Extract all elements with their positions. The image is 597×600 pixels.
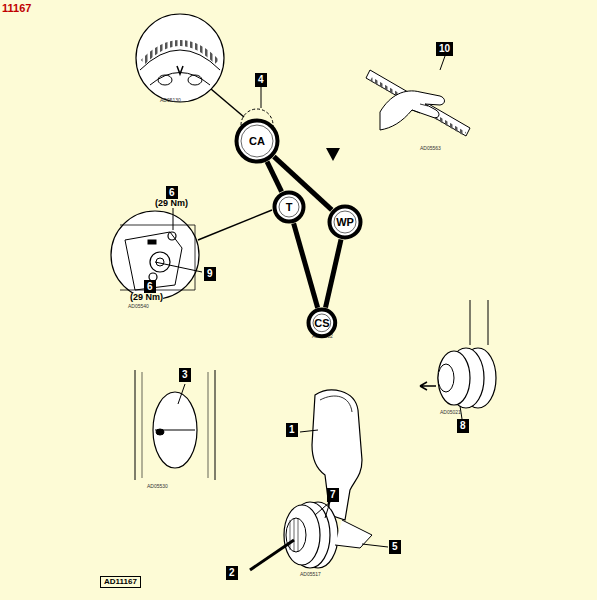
- figure-code: AD11167: [100, 576, 141, 588]
- pulley: CA: [234, 118, 280, 164]
- callout-number: 7: [327, 488, 339, 502]
- tensioner-inset: [111, 201, 272, 299]
- callout-number: 4: [255, 73, 267, 87]
- figure-code: AD05563: [420, 146, 441, 151]
- belt-run: [294, 223, 318, 307]
- callout-number: 3: [179, 368, 191, 382]
- callout-number: 9: [204, 267, 216, 281]
- belt-check-inset: [366, 56, 470, 136]
- figure-code: AD05130: [160, 98, 181, 103]
- pulley-label: CS: [314, 317, 329, 329]
- callout-number: 2: [226, 566, 238, 580]
- direction-arrow: [326, 148, 340, 161]
- callout-number: 6: [166, 186, 178, 200]
- callout-number: 1: [286, 423, 298, 437]
- pulley: WP: [327, 204, 363, 240]
- pulley-label: CA: [249, 135, 265, 147]
- pulley-label: WP: [336, 216, 354, 228]
- figure-code: AD05540: [128, 304, 149, 309]
- timing-cover: [300, 390, 362, 520]
- figure-code: AD05021: [440, 410, 461, 415]
- callout-number: 6: [144, 280, 156, 294]
- figure-code: AD05517: [300, 572, 321, 577]
- pulley-label: T: [286, 201, 293, 213]
- crankshaft-pulley: [250, 502, 388, 570]
- torque-value: (29 Nm): [130, 293, 163, 302]
- figure-code: AD05530: [147, 484, 168, 489]
- timing-mark-inset: [135, 370, 215, 480]
- pulley-removal-inset: [420, 300, 496, 419]
- torque-value: (29 Nm): [155, 199, 188, 208]
- figure-number: 11167: [2, 3, 31, 14]
- belt-run: [267, 162, 282, 192]
- pulley: T: [272, 190, 306, 224]
- callout-number: 10: [436, 42, 453, 56]
- pulley: CS: [306, 307, 338, 339]
- belt-run: [326, 240, 341, 308]
- callout-number: 5: [389, 540, 401, 554]
- callout-number: 8: [457, 419, 469, 433]
